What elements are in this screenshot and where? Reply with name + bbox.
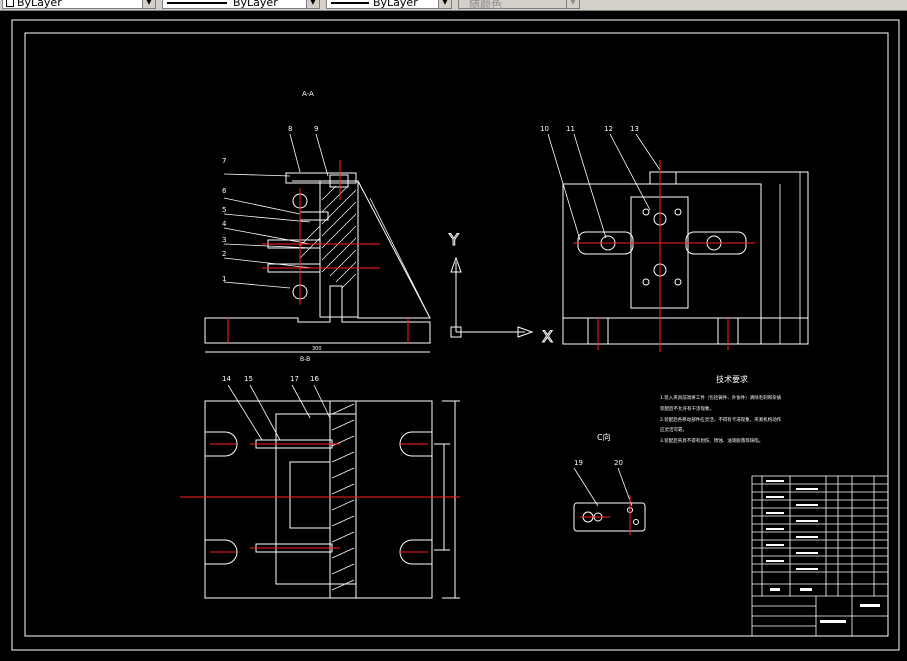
svg-text:6: 6 bbox=[222, 187, 227, 195]
chevron-down-icon: ▼ bbox=[566, 0, 579, 8]
ucs-axis-icon: Y X bbox=[448, 230, 554, 347]
lineweight-dropdown[interactable]: ByLayer ▼ bbox=[326, 0, 452, 9]
title-block bbox=[751, 475, 889, 637]
svg-text:4: 4 bbox=[222, 220, 227, 228]
plotstyle-dropdown: 随颜色 ▼ bbox=[458, 0, 580, 11]
svg-text:5: 5 bbox=[222, 206, 226, 214]
svg-text:300: 300 bbox=[312, 346, 322, 352]
svg-text:8: 8 bbox=[288, 125, 292, 133]
svg-text:15: 15 bbox=[244, 375, 253, 383]
svg-text:C向: C向 bbox=[597, 432, 611, 442]
svg-text:10: 10 bbox=[540, 125, 549, 133]
linetype-preview-icon bbox=[167, 2, 227, 4]
svg-text:7: 7 bbox=[222, 157, 226, 165]
view-a-a: A-A 300 B-B bbox=[204, 90, 431, 363]
view-c: C向 19 20 bbox=[573, 432, 646, 535]
svg-text:20: 20 bbox=[614, 459, 623, 467]
svg-text:装配后不允许有干涉现象。: 装配后不允许有干涉现象。 bbox=[660, 405, 714, 412]
tech-requirements: 技术要求 1.装入夹具前须将工件（包括铸件、外协件）清除毛刺和杂质 装配后不允许… bbox=[660, 374, 782, 444]
color-value: ByLayer bbox=[17, 0, 62, 9]
svg-text:1.装入夹具前须将工件（包括铸件、外协件）清除毛刺和杂质: 1.装入夹具前须将工件（包括铸件、外协件）清除毛刺和杂质 bbox=[660, 394, 782, 401]
svg-text:16: 16 bbox=[310, 375, 319, 383]
color-dropdown[interactable]: ByLayer ▼ bbox=[2, 0, 156, 9]
view-right: 10 11 12 13 bbox=[540, 125, 809, 352]
svg-text:19: 19 bbox=[574, 459, 583, 467]
axis-x-label: X bbox=[542, 327, 553, 346]
svg-text:13: 13 bbox=[630, 125, 639, 133]
properties-toolbar: ByLayer ▼ ByLayer ▼ ByLayer ▼ 随颜色 ▼ bbox=[0, 0, 907, 11]
drawing-canvas[interactable]: A-A 300 B-B bbox=[0, 11, 907, 657]
chevron-down-icon[interactable]: ▼ bbox=[306, 0, 319, 8]
svg-text:3: 3 bbox=[222, 236, 226, 244]
cad-drawing: A-A 300 B-B bbox=[11, 19, 900, 651]
svg-text:11: 11 bbox=[566, 125, 575, 133]
chevron-down-icon[interactable]: ▼ bbox=[142, 0, 155, 8]
linetype-dropdown[interactable]: ByLayer ▼ bbox=[162, 0, 320, 9]
linetype-value: ByLayer bbox=[233, 0, 278, 9]
svg-text:2: 2 bbox=[222, 250, 226, 258]
svg-text:17: 17 bbox=[290, 375, 299, 383]
chevron-down-icon[interactable]: ▼ bbox=[438, 0, 451, 8]
svg-text:2.装配后各移动部件应灵活，不得有卡滞现象，夹紧机构动作: 2.装配后各移动部件应灵活，不得有卡滞现象，夹紧机构动作 bbox=[660, 416, 782, 423]
section-b-label: B-B bbox=[300, 356, 310, 363]
svg-text:14: 14 bbox=[222, 375, 231, 383]
plotstyle-value: 随颜色 bbox=[469, 0, 502, 11]
svg-text:应灵活可靠。: 应灵活可靠。 bbox=[660, 426, 687, 433]
axis-y-label: Y bbox=[448, 230, 459, 249]
svg-text:12: 12 bbox=[604, 125, 613, 133]
inner-frame bbox=[24, 32, 889, 637]
color-swatch-icon bbox=[6, 0, 14, 7]
section-a-label: A-A bbox=[302, 90, 314, 98]
view-b-b: 14 15 17 16 bbox=[180, 375, 460, 599]
svg-text:9: 9 bbox=[314, 125, 318, 133]
outer-frame bbox=[11, 19, 900, 651]
lineweight-preview-icon bbox=[331, 2, 369, 4]
lineweight-value: ByLayer bbox=[373, 0, 418, 9]
svg-text:3.装配后夹具不得有划伤、锈蚀、油漆脱落等缺陷。: 3.装配后夹具不得有划伤、锈蚀、油漆脱落等缺陷。 bbox=[660, 437, 763, 444]
svg-text:技术要求: 技术要求 bbox=[716, 374, 748, 384]
svg-text:1: 1 bbox=[222, 275, 226, 283]
